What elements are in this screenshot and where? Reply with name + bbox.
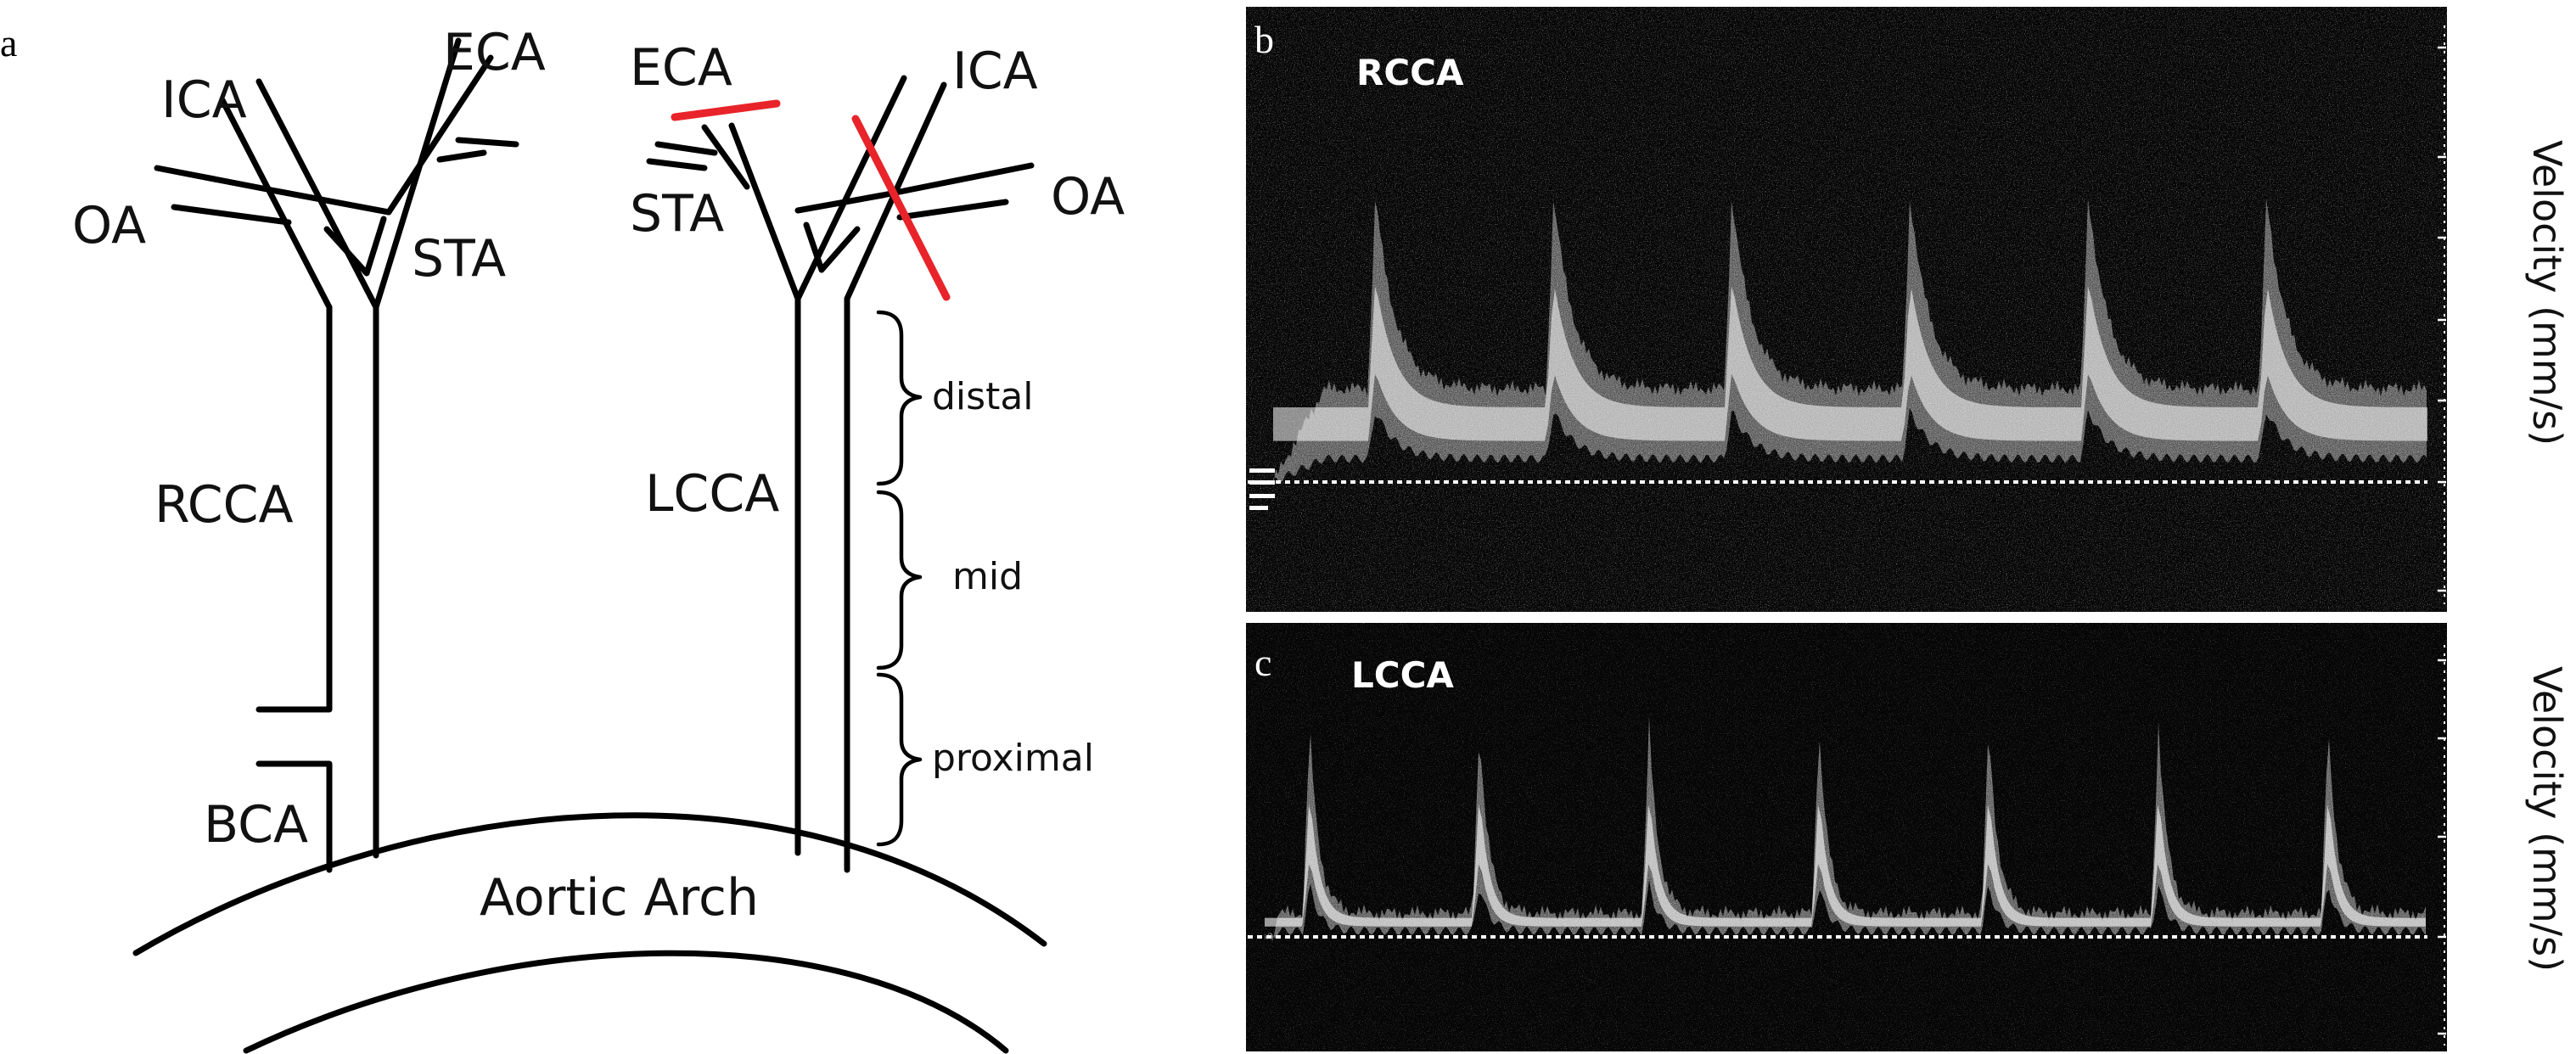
panel-c: c LCCA 420 300 150 0 -150 Velocity (mm/s… bbox=[1246, 623, 2570, 1051]
label-sta-left: STA bbox=[630, 184, 724, 244]
label-lcca: LCCA bbox=[645, 464, 779, 524]
tick-marks-b bbox=[2438, 46, 2446, 592]
label-eca-right: ECA bbox=[443, 23, 546, 82]
label-eca-left: ECA bbox=[630, 38, 732, 98]
brace-proximal bbox=[876, 672, 923, 847]
right-carotid-tree: ICA ECA OA STA RCCA BCA bbox=[72, 23, 546, 873]
tick-labels-c: 420 300 150 0 -150 bbox=[2451, 653, 2488, 1044]
label-ica-left: ICA bbox=[952, 42, 1038, 101]
panel-a: a Aortic Arch ICA ECA OA STA RCCA BCA bbox=[0, 21, 1125, 1054]
label-sta-right: STA bbox=[412, 229, 506, 289]
bca-wall bbox=[255, 760, 333, 873]
oa-right bbox=[154, 165, 292, 226]
vessel-label-lcca: LCCA bbox=[1351, 654, 1454, 696]
doppler-noise-c bbox=[1246, 623, 2447, 1051]
brace-mid bbox=[876, 490, 923, 670]
ica-right-outer bbox=[219, 97, 333, 311]
tick-label-c-4: -150 bbox=[2451, 1025, 2488, 1044]
marker-bars-b bbox=[1249, 468, 1275, 510]
tick-label-b-2: -300 bbox=[2451, 229, 2488, 248]
eca-ligation-mark bbox=[671, 99, 781, 121]
doppler-noise-b bbox=[1246, 7, 2447, 612]
aortic-arch-label: Aortic Arch bbox=[480, 868, 759, 928]
label-rcca: RCCA bbox=[154, 475, 294, 535]
tick-label-b-1: -400 bbox=[2451, 149, 2488, 167]
axis-label-c: Velocity (mm/s) bbox=[2524, 666, 2570, 972]
sta-right bbox=[272, 137, 519, 216]
sta-left bbox=[646, 141, 886, 214]
segment-braces: distal mid proximal bbox=[876, 310, 1094, 847]
tick-label-b-0: -537 bbox=[2451, 39, 2488, 58]
vessel-label-rcca: RCCA bbox=[1356, 52, 1464, 93]
tick-label-b-5: 0 bbox=[2457, 474, 2467, 492]
tick-label-c-3: 0 bbox=[2463, 928, 2473, 947]
left-carotid-tree: ECA ICA STA OA LCCA bbox=[630, 38, 1125, 873]
ica-right-inner bbox=[255, 78, 379, 311]
panel-b: b RCCA -537 -400 -300 -200 -100 0 134 Ve… bbox=[1246, 7, 2570, 612]
ica-left-inner bbox=[794, 75, 907, 302]
tick-labels-b: -537 -400 -300 -200 -100 0 134 bbox=[2451, 39, 2488, 601]
bifurcation-left-notch bbox=[803, 221, 861, 273]
label-ica-right: ICA bbox=[161, 70, 247, 130]
panel-letter-b: b bbox=[1254, 18, 1274, 61]
axis-label-b: Velocity (mm/s) bbox=[2524, 140, 2570, 446]
tick-label-c-1: 300 bbox=[2457, 730, 2488, 748]
oa-left bbox=[879, 162, 1035, 221]
label-oa-right: OA bbox=[72, 196, 146, 255]
tick-label-b-3: -200 bbox=[2451, 311, 2488, 330]
eca-right-outer bbox=[385, 54, 494, 216]
tick-label-c-2: 150 bbox=[2457, 828, 2488, 847]
panel-letter-c: c bbox=[1254, 641, 1271, 684]
aortic-arch-lower-wall bbox=[243, 950, 1009, 1054]
tick-label-b-4: -100 bbox=[2451, 392, 2488, 411]
tick-label-c-0: 420 bbox=[2457, 653, 2488, 671]
label-oa-left: OA bbox=[1051, 167, 1125, 227]
brace-distal bbox=[876, 310, 923, 486]
tick-label-b-6: 134 bbox=[2451, 582, 2482, 601]
segment-label-mid: mid bbox=[952, 555, 1023, 598]
eca-left-inner bbox=[728, 122, 801, 302]
rcca-spectral-core bbox=[1273, 286, 2427, 441]
segment-label-distal: distal bbox=[932, 375, 1034, 418]
label-bca: BCA bbox=[204, 795, 308, 855]
aortic-arch-upper-wall bbox=[132, 812, 1047, 956]
segment-label-proximal: proximal bbox=[932, 737, 1094, 780]
bifurcation-right-notch bbox=[323, 216, 387, 277]
panel-letter-a: a bbox=[0, 21, 17, 64]
tick-marks-c bbox=[2438, 659, 2446, 1035]
eca-left-outer bbox=[701, 124, 750, 190]
rcca-outer-wall bbox=[255, 304, 333, 713]
ica-ligation-mark bbox=[851, 115, 951, 301]
